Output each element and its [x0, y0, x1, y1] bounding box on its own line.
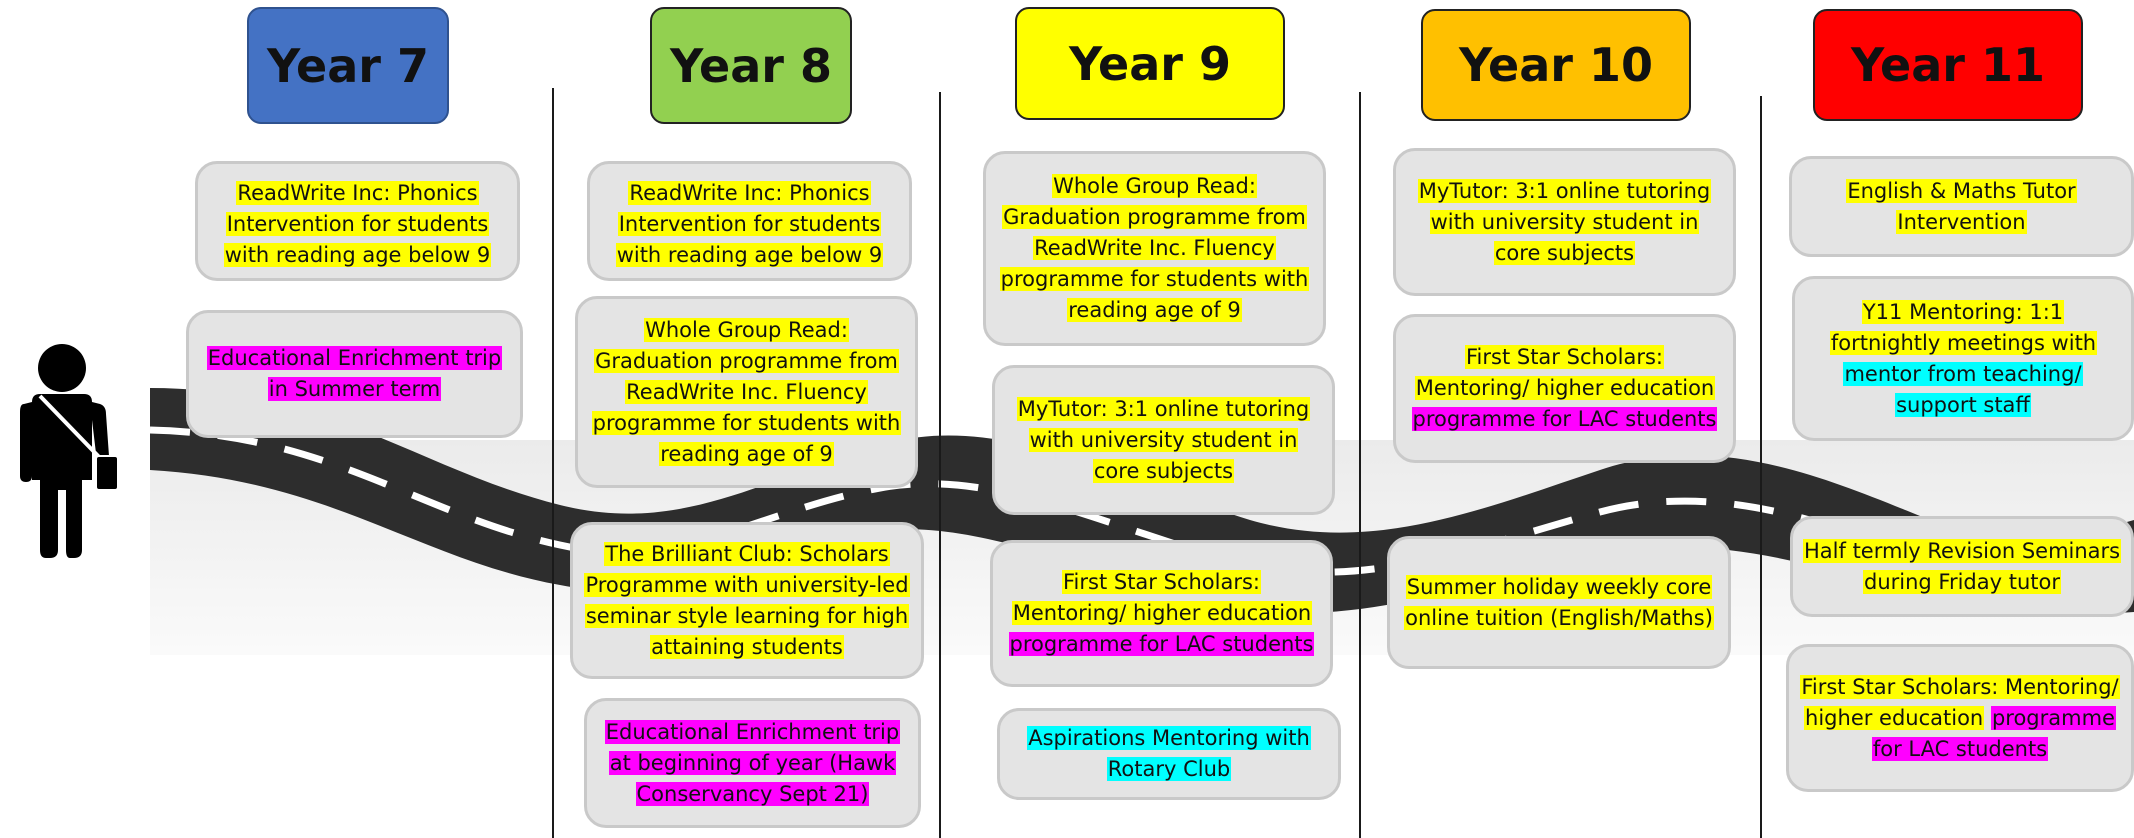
year-8-header: Year 8 — [650, 7, 852, 124]
year-9-item: Whole Group Read: Graduation programme f… — [983, 151, 1326, 346]
student-icon — [20, 344, 119, 558]
year-9-item: MyTutor: 3:1 online tutoring with univer… — [992, 365, 1335, 515]
column-divider — [1760, 96, 1762, 838]
year-10-item: Summer holiday weekly core online tuitio… — [1387, 536, 1731, 669]
year-8-item: Educational Enrichment trip at beginning… — [584, 698, 921, 828]
column-divider — [1359, 92, 1361, 838]
year-8-item: The Brilliant Club: Scholars Programme w… — [570, 522, 924, 679]
year-7-item: Educational Enrichment trip in Summer te… — [186, 310, 523, 438]
year-11-item: Y11 Mentoring: 1:1 fortnightly meetings … — [1792, 276, 2134, 441]
year-7-header: Year 7 — [247, 7, 449, 124]
year-11-item: First Star Scholars: Mentoring/ higher e… — [1786, 644, 2134, 792]
year-11-header: Year 11 — [1813, 9, 2083, 121]
year-9-item: First Star Scholars: Mentoring/ higher e… — [990, 540, 1333, 687]
year-10-item: First Star Scholars: Mentoring/ higher e… — [1393, 314, 1736, 463]
column-divider — [939, 92, 941, 838]
column-divider — [552, 88, 554, 838]
year-8-item: ReadWrite Inc: Phonics Intervention for … — [587, 161, 912, 281]
year-10-header: Year 10 — [1421, 9, 1691, 121]
year-10-item: MyTutor: 3:1 online tutoring with univer… — [1393, 148, 1736, 296]
year-11-item: Half termly Revision Seminars during Fri… — [1790, 516, 2134, 617]
year-9-item: Aspirations Mentoring with Rotary Club — [997, 708, 1341, 800]
year-8-item: Whole Group Read: Graduation programme f… — [575, 296, 918, 488]
year-11-item: English & Maths Tutor Intervention — [1789, 156, 2134, 257]
year-9-header: Year 9 — [1015, 7, 1285, 120]
year-7-item: ReadWrite Inc: Phonics Intervention for … — [195, 161, 520, 281]
